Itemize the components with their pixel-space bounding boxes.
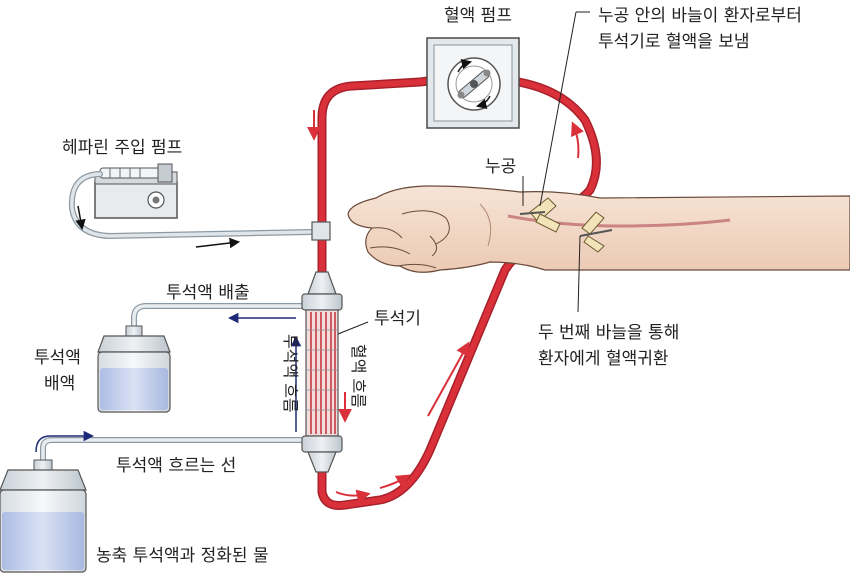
fresh-supply-label: 농축 투석액과 정화된 물: [96, 546, 269, 566]
dialyzer: [301, 271, 369, 473]
blood-pump: [426, 37, 520, 129]
dialysate-flow-label: 투석액 흐름: [281, 334, 300, 413]
used-dialysate-label-line-1: 투석액: [34, 348, 81, 368]
second-needle-line-2: 환자에게 혈액귀환: [538, 349, 669, 369]
heparin-pump: [68, 163, 331, 249]
blood-flow-arrows: [307, 110, 585, 504]
needle-note-line-1: 누공 안의 바늘이 환자로부터: [598, 6, 802, 26]
heparin-pump-label: 헤파린 주입 펌프: [62, 138, 182, 158]
blood-pump-label: 혈액 펌프: [444, 6, 512, 26]
blood-flow-label: 혈액 흐름: [349, 344, 368, 408]
fistula-label: 누공: [485, 157, 516, 177]
leader-lines: [522, 11, 590, 313]
dialysate-tubing: [35, 303, 305, 465]
fresh-dialysate-jar: [0, 459, 87, 573]
used-dialysate-label-line-2: 배액: [44, 374, 75, 394]
used-dialysate-jar: [97, 325, 171, 413]
venous-needle: [579, 211, 613, 253]
blood-tubing: [317, 67, 601, 510]
dialysate-line-label: 투석액 흐르는 선: [116, 456, 236, 476]
patient-arm: [347, 185, 850, 273]
second-needle-line-1: 두 번째 바늘을 통해: [538, 323, 679, 343]
dialysate-drain-label: 투석액 배출: [166, 283, 250, 303]
dialyzer-label: 투석기: [374, 309, 421, 329]
arterial-needle: [519, 197, 561, 233]
needle-note-line-2: 투석기로 혈액을 보냄: [598, 32, 750, 52]
